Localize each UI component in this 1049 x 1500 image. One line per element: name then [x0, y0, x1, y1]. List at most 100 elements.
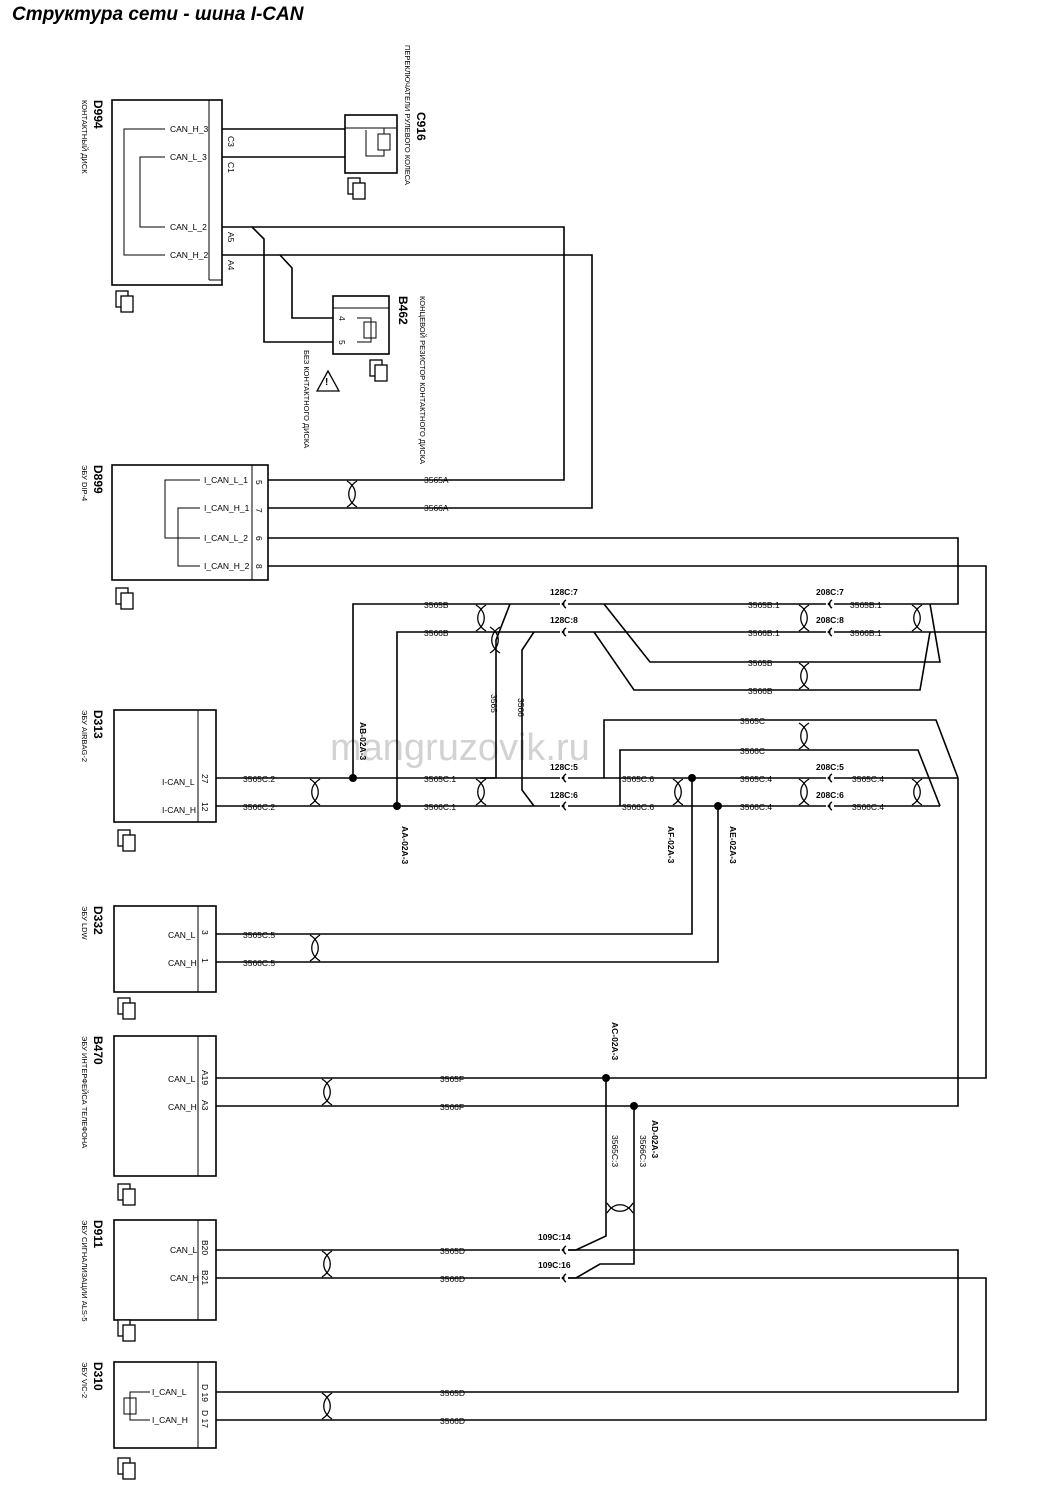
connector-label: 109C:16 — [538, 1260, 571, 1270]
b462-name: КОНЦЕВОЙ РЕЗИСТОР КОНТАКТНОГО ДИСКА — [418, 296, 427, 464]
device-doc-icon — [117, 997, 136, 1020]
d899-pin-num: 8 — [254, 564, 264, 569]
splice-label: AE-02A-3 — [728, 826, 738, 864]
b462-pin-num: 5 — [337, 340, 347, 345]
page-title: Структура сети - шина I-CAN — [12, 4, 304, 25]
d994-name: КОНТАКТНЫЙ ДИСК — [80, 100, 89, 174]
d313-pin-label: I-CAN_L — [162, 777, 195, 787]
connector-icon — [560, 627, 567, 637]
twisted-pair-icon — [798, 722, 810, 750]
wire-label: 3565C — [740, 716, 765, 726]
d313-name: ЭБУ AIRBAG-2 — [80, 710, 89, 762]
d310-name: ЭБУ VIC-2 — [80, 1362, 89, 1398]
twisted-pair-icon — [309, 778, 321, 806]
d899-pin-label: I_CAN_L_2 — [204, 533, 248, 543]
wire-label: 3566B:1 — [850, 628, 882, 638]
d994-pin-num: C1 — [226, 162, 236, 173]
twisted-pair-icon — [798, 778, 810, 806]
wire-label: 3566B:1 — [748, 628, 780, 638]
d911-box — [113, 1219, 217, 1321]
device-doc-icon — [115, 587, 134, 610]
d313-pin-num: 12 — [200, 802, 210, 812]
d994-pin-label: CAN_H_2 — [170, 250, 209, 260]
twisted-pair-icon — [798, 662, 810, 690]
d313-pin-label: I-CAN_H — [162, 805, 196, 815]
b470-pin-label: CAN_H — [168, 1102, 197, 1112]
connector-label: 128C:7 — [550, 587, 578, 597]
d899-pin-label: I_CAN_L_1 — [204, 475, 248, 485]
device-doc-icon — [117, 1457, 136, 1480]
splice-label: AB-02A-3 — [358, 722, 368, 761]
b462-pin-num: 4 — [337, 316, 347, 321]
d332-pin-label: CAN_H — [168, 958, 197, 968]
b470-name: ЭБУ ИНТЕРФЕЙСА ТЕЛЕФОНА — [80, 1036, 89, 1148]
d332-pin-label: CAN_L — [168, 930, 196, 940]
wire-label: 3565C:4 — [740, 774, 772, 784]
d332-box — [113, 905, 217, 993]
wire-label: 3565D — [440, 1246, 465, 1256]
wire-label: 3565C:2 — [243, 774, 275, 784]
d310-pin-label: I_CAN_H — [152, 1415, 188, 1425]
b470-id: B470 — [91, 1036, 105, 1065]
twisted-pair-icon — [672, 778, 684, 806]
d994-pin-num: C3 — [226, 136, 236, 147]
c916-box — [344, 114, 398, 174]
wire-label: 3565F — [440, 1074, 464, 1084]
d994-id: D994 — [91, 100, 105, 129]
d911-id: D911 — [91, 1220, 105, 1248]
b470-pin-label: CAN_L — [168, 1074, 196, 1084]
wire-label: 3565D — [440, 1388, 465, 1398]
wire-label: 3566C:2 — [243, 802, 275, 812]
d911-name: ЭБУ СИГНАЛИЗАЦИИ ALS-5 — [80, 1220, 89, 1322]
b470-pin-num: A3 — [200, 1100, 210, 1111]
d899-pin-num: 5 — [254, 480, 264, 485]
connector-icon — [560, 599, 567, 609]
d899-box — [111, 464, 269, 581]
twisted-pair-icon — [489, 626, 501, 654]
device-doc-icon — [117, 1183, 136, 1206]
twisted-pair-icon — [346, 480, 358, 508]
d310-pin-num: D 19 — [200, 1384, 210, 1402]
splice-dot — [349, 774, 357, 782]
splice-label: AA-02A-3 — [400, 826, 410, 865]
twisted-pair-icon — [475, 604, 487, 632]
c916-id: C916 — [414, 112, 428, 141]
d994-pin-num: A5 — [226, 232, 236, 243]
d911-pin-label: CAN_L — [170, 1245, 198, 1255]
connector-label: 208C:6 — [816, 790, 844, 800]
d899-pin-num: 6 — [254, 536, 264, 541]
wire-label: 3566C:4 — [852, 802, 884, 812]
resistor-icon — [363, 321, 377, 339]
splice-label: AF-02A-3 — [666, 826, 676, 864]
b462-note: БЕЗ КОНТАКТНОГО ДИСКА — [302, 350, 311, 448]
wire-label: 3566C:4 — [740, 802, 772, 812]
d911-pin-num: B21 — [200, 1270, 210, 1285]
c916-name: ПЕРЕКЛЮЧАТЕЛИ РУЛЕВОГО КОЛЕСА — [403, 45, 412, 185]
d332-pin-num: 1 — [200, 958, 210, 963]
device-doc-icon — [117, 829, 136, 852]
connector-icon — [826, 599, 833, 609]
d911-pin-label: CAN_H — [170, 1273, 199, 1283]
d310-box — [113, 1361, 217, 1449]
d911-pin-num: B20 — [200, 1240, 210, 1255]
d994-pin-num: A4 — [226, 260, 236, 271]
twisted-pair-icon — [911, 604, 923, 632]
b470-pin-num: A19 — [200, 1070, 210, 1085]
device-doc-icon — [117, 1319, 136, 1342]
splice-dot — [393, 802, 401, 810]
twisted-pair-icon — [321, 1250, 333, 1278]
splice-label: AC-02A-3 — [610, 1022, 620, 1061]
b462-box — [332, 295, 390, 355]
wire-label: 3566C:5 — [243, 958, 275, 968]
twisted-pair-icon — [606, 1202, 634, 1214]
d332-name: ЭБУ LDW — [80, 906, 89, 941]
connector-label: 208C:7 — [816, 587, 844, 597]
d313-box — [113, 709, 217, 823]
b462-id: B462 — [396, 296, 410, 325]
connector-icon — [560, 1273, 567, 1283]
connector-label: 208C:5 — [816, 762, 844, 772]
connector-icon — [560, 801, 567, 811]
d899-id: D899 — [91, 465, 105, 494]
splice-label: AD-02A-3 — [650, 1120, 660, 1159]
